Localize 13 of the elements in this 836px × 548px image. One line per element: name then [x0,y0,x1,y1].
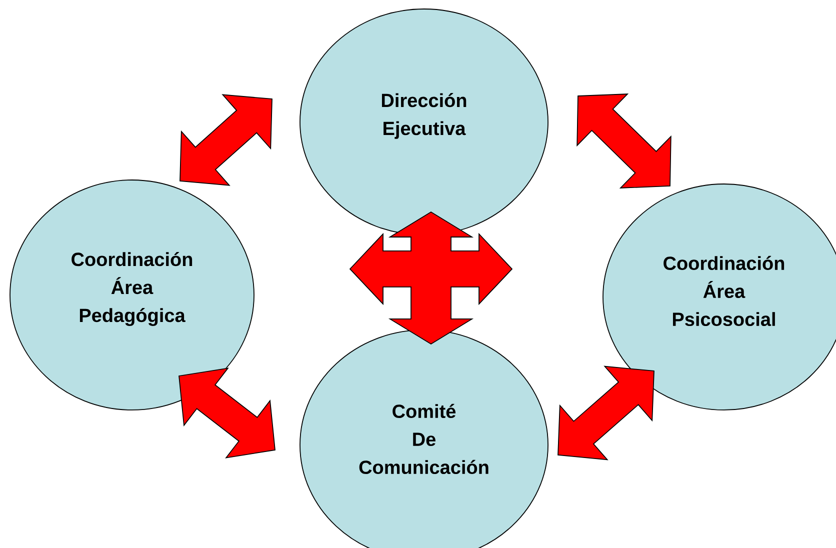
node-label: Dirección Ejecutiva [382,93,466,139]
double-arrow [558,366,654,460]
double-arrow [178,368,276,458]
node-label: Coordinación Área Psicosocial [664,256,784,326]
double-arrow [576,94,672,188]
circle-node [10,180,254,410]
circle-node [602,184,836,410]
node-label: Comité De Comunicación [359,404,488,474]
circle-node [300,330,548,548]
double-arrow [180,94,272,186]
circle-node [300,8,548,236]
four-way-arrow [349,211,513,345]
node-label: Coordinación Área Pedagógica [72,252,192,326]
